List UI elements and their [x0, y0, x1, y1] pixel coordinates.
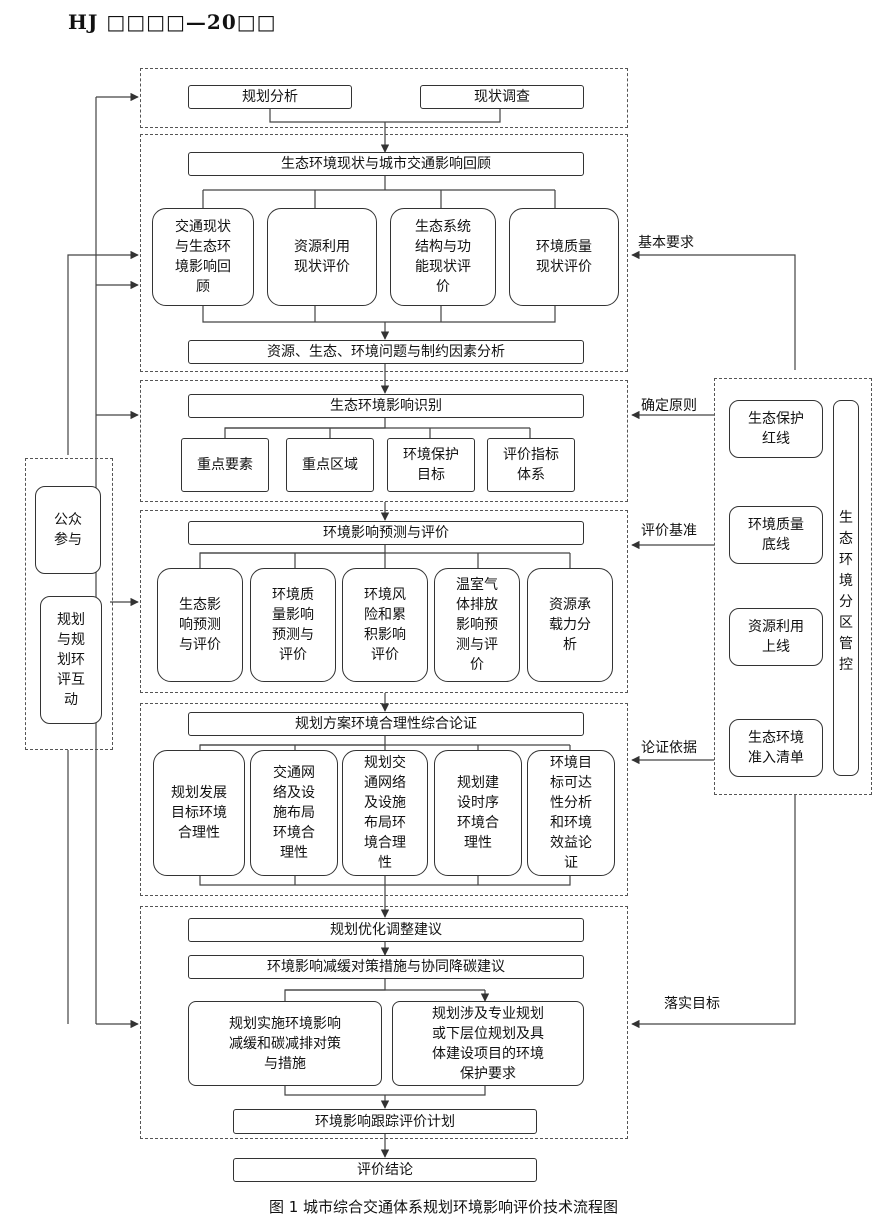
stage5-item-4: 规划建 设时序 环境合 理性 [434, 750, 522, 876]
stage6-container [140, 906, 628, 1139]
tracking-plan-bar: 环境影响跟踪评价计划 [233, 1109, 537, 1134]
right-panel-container [714, 378, 872, 795]
stage5-item-1: 规划发展 目标环境 合理性 [153, 750, 245, 876]
stage5-item-5: 环境目 标可达 性分析 和环境 效益论 证 [527, 750, 615, 876]
stage3-title-bar: 生态环境影响识别 [188, 394, 584, 418]
label-targets: 落实目标 [664, 996, 720, 1012]
stage4-title-bar: 环境影响预测与评价 [188, 521, 584, 545]
mitigation-measures-box: 规划实施环境影响 减缓和碳减排对策 与措施 [188, 1001, 382, 1086]
label-principles: 确定原则 [641, 398, 697, 414]
stage1-container [140, 68, 628, 128]
stage2-item-2: 资源利用 现状评价 [267, 208, 377, 306]
env-protection-requirements-box: 规划涉及专业规划 或下层位规划及具 体建设项目的环境 保护要求 [392, 1001, 584, 1086]
stage4-container [140, 510, 628, 693]
status-survey-box: 现状调查 [420, 85, 584, 109]
right-item-red-line: 生态保护 红线 [729, 400, 823, 458]
stage4-item-5: 资源承 载力分 析 [527, 568, 613, 682]
stage3-item-4: 评价指标 体系 [487, 438, 575, 492]
stage5-title-bar: 规划方案环境合理性综合论证 [188, 712, 584, 736]
stage4-item-4: 温室气 体排放 影响预 测与评 价 [434, 568, 520, 682]
figure-caption: 图 1 城市综合交通体系规划环境影响评价技术流程图 [268, 1198, 619, 1216]
stage3-container [140, 380, 628, 502]
stage2-item-4: 环境质量 现状评价 [509, 208, 619, 306]
stage2-item-1: 交通现状 与生态环 境影响回 顾 [152, 208, 254, 306]
optimization-bar: 规划优化调整建议 [188, 918, 584, 942]
stage4-item-3: 环境风 险和累 积影响 评价 [342, 568, 428, 682]
planning-analysis-box: 规划分析 [188, 85, 352, 109]
zoning-control-box [833, 400, 859, 776]
public-participation-box: 公众 参与 [35, 486, 101, 574]
label-benchmark: 评价基准 [641, 523, 697, 539]
stage2-container [140, 134, 628, 372]
left-panel-container [25, 458, 113, 750]
stage5-container [140, 703, 628, 896]
stage5-item-2: 交通网 络及设 施布局 环境合 理性 [250, 750, 338, 876]
stage3-item-1: 重点要素 [181, 438, 269, 492]
right-item-resource-cap: 资源利用 上线 [729, 608, 823, 666]
stage2-summary-bar: 资源、生态、环境问题与制约因素分析 [188, 340, 584, 364]
label-basic-requirements: 基本要求 [638, 235, 694, 251]
right-item-quality-floor: 环境质量 底线 [729, 506, 823, 564]
zoning-control-label: 生 态 环 境 分 区 管 控 [839, 510, 853, 673]
mitigation-bar: 环境影响减缓对策措施与协同降碳建议 [188, 955, 584, 979]
stage4-item-1: 生态影 响预测 与评价 [157, 568, 243, 682]
planning-interaction-box: 规划 与规 划环 评互 动 [40, 596, 102, 724]
stage4-item-2: 环境质 量影响 预测与 评价 [250, 568, 336, 682]
stage2-title-bar: 生态环境现状与城市交通影响回顾 [188, 152, 584, 176]
conclusion-bar: 评价结论 [233, 1158, 537, 1182]
document-header: HJ □□□□—20□□ [68, 10, 277, 34]
right-item-access-list: 生态环境 准入清单 [729, 719, 823, 777]
stage3-item-2: 重点区域 [286, 438, 374, 492]
label-basis: 论证依据 [641, 740, 697, 756]
stage5-item-3: 规划交 通网络 及设施 布局环 境合理 性 [342, 750, 428, 876]
stage3-item-3: 环境保护 目标 [387, 438, 475, 492]
stage2-item-3: 生态系统 结构与功 能现状评 价 [390, 208, 496, 306]
